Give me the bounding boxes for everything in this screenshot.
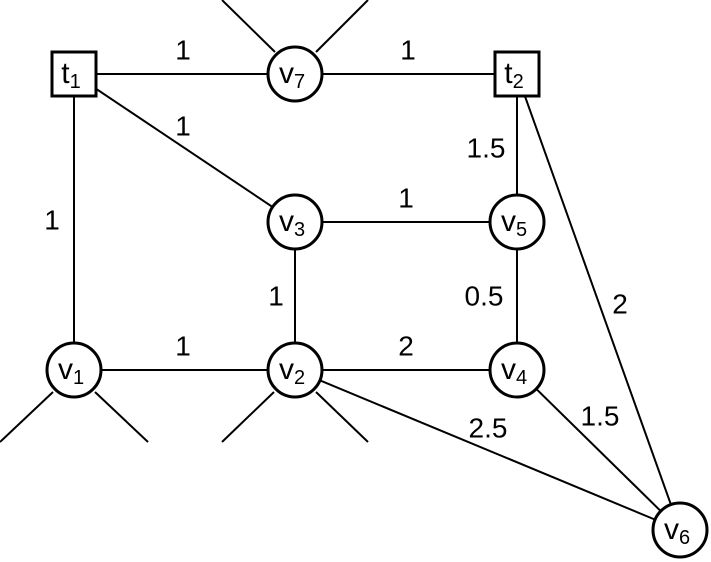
stub-edge-3: [0, 391, 54, 443]
node-v5: v5: [488, 193, 546, 251]
node-v6: v6: [651, 501, 709, 559]
node-v1-base: v: [58, 353, 73, 386]
edge-weight-v3-v5: 1: [398, 182, 414, 213]
edge-layer: [73, 73, 681, 531]
node-v7: v7: [266, 45, 324, 103]
node-v1-label: v1: [58, 353, 84, 389]
node-v5-label: v5: [501, 205, 527, 241]
edge-weight-v2-v6: 2.5: [469, 412, 508, 443]
node-t2: t2: [493, 50, 541, 98]
node-v5-base: v: [501, 205, 516, 238]
node-v4: v4: [488, 341, 546, 399]
node-v2-base: v: [279, 353, 294, 386]
stub-edge-1: [221, 0, 276, 53]
edge-weight-v7-t2: 1: [400, 34, 416, 65]
edge-weight-t1-v7: 1: [175, 34, 191, 65]
node-v6-base: v: [664, 513, 679, 546]
stub-layer: [0, 0, 369, 443]
edge-weight-t2-v6: 2: [612, 288, 628, 319]
node-t1-label: t1: [61, 57, 80, 93]
node-v5-circle: [488, 193, 546, 251]
node-t1-square: [50, 50, 98, 98]
node-v6-subscript: 6: [679, 527, 690, 549]
edge-label-layer: 1 1 1 1 1.5 2 1 1 0.5 1 2 2.5 1.5: [44, 34, 628, 443]
node-t2-square: [493, 50, 541, 98]
edge-weight-t1-v3: 1: [175, 110, 191, 141]
node-t1-subscript: 1: [70, 71, 81, 93]
node-v3: v3: [266, 193, 324, 251]
node-v6-circle: [651, 501, 709, 559]
node-v7-circle: [266, 45, 324, 103]
stub-edge-4: [94, 391, 149, 443]
node-v4-label: v4: [501, 353, 527, 389]
node-t2-subscript: 2: [513, 71, 524, 93]
edge-v2-v6: [294, 369, 681, 531]
edge-t1-v3: [73, 73, 296, 223]
edge-weight-t2-v5: 1.5: [467, 132, 506, 163]
node-v7-label: v7: [279, 57, 305, 93]
stub-edge-5: [221, 391, 275, 443]
node-v2: v2: [266, 341, 324, 399]
node-t2-base: t: [504, 57, 513, 90]
node-v3-circle: [266, 193, 324, 251]
node-v4-subscript: 4: [516, 367, 527, 389]
node-t1-base: t: [61, 57, 70, 90]
stub-edge-6: [315, 391, 369, 443]
node-v7-base: v: [279, 57, 294, 90]
node-t2-label: t2: [504, 57, 523, 93]
node-v1-circle: [45, 341, 103, 399]
node-v2-circle: [266, 341, 324, 399]
edge-v4-v6: [516, 369, 681, 531]
node-v4-base: v: [501, 353, 516, 386]
node-v3-label: v3: [279, 205, 305, 241]
stub-edge-2: [315, 0, 369, 53]
edge-weight-v2-v4: 2: [398, 330, 414, 361]
node-v1-subscript: 1: [73, 367, 84, 389]
node-v3-base: v: [279, 205, 294, 238]
node-v5-subscript: 5: [516, 219, 527, 241]
edge-weight-v5-v4: 0.5: [465, 280, 504, 311]
node-v3-subscript: 3: [294, 219, 305, 241]
node-t1: t1: [50, 50, 98, 98]
node-v7-subscript: 7: [294, 71, 305, 93]
node-v6-label: v6: [664, 513, 690, 549]
node-v2-subscript: 2: [294, 367, 305, 389]
node-v4-circle: [488, 341, 546, 399]
node-v1: v1: [45, 341, 103, 399]
node-v2-label: v2: [279, 353, 305, 389]
edge-weight-v4-v6: 1.5: [581, 400, 620, 431]
edge-t2-v6: [516, 73, 681, 531]
edge-weight-t1-v1: 1: [44, 204, 60, 235]
edge-weight-v1-v2: 1: [175, 330, 191, 361]
edge-weight-v3-v2: 1: [268, 280, 284, 311]
